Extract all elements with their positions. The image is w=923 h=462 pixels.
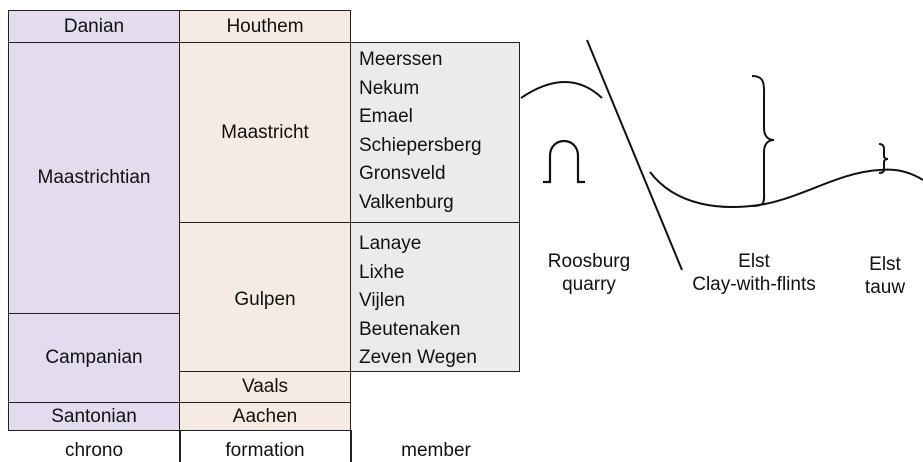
member-item: Lanaye <box>359 233 422 254</box>
site-label-line: Roosburg <box>547 251 631 272</box>
chrono-santonian: Santonian <box>8 402 180 431</box>
chrono-danian: Danian <box>8 10 180 43</box>
column-divider <box>350 430 352 462</box>
site-label-roosburg: Roosburg quarry <box>530 250 648 296</box>
members-maastricht-list: Meerssen Nekum Emael Schiepersberg Grons… <box>359 46 482 217</box>
arc-curve <box>520 81 603 99</box>
member-item: Schiepersberg <box>359 134 482 156</box>
column-divider <box>179 430 181 462</box>
chrono-maastrichtian-label: Maastrichtian <box>37 167 151 188</box>
arch-symbol <box>543 140 585 184</box>
member-item: Gronsveld <box>359 163 446 184</box>
member-item: Emael <box>359 106 413 127</box>
diagonal-line <box>586 39 683 271</box>
formation-vaals-label: Vaals <box>241 376 289 397</box>
terrain-curve <box>649 168 923 209</box>
column-label-formation: formation <box>225 440 305 461</box>
member-item: Vijlen <box>359 290 406 311</box>
site-label-line: Clay-with-flints <box>692 274 816 295</box>
formation-maastricht-label: Maastricht <box>221 121 309 143</box>
formation-aachen: Aachen <box>179 402 351 431</box>
formation-gulpen-label: Gulpen <box>234 289 296 310</box>
member-item: Beutenaken <box>359 318 461 340</box>
site-label-elst-clay: Elst Clay-with-flints <box>670 250 838 296</box>
site-label-line: tauw <box>864 277 906 298</box>
chrono-campanian: Campanian <box>8 313 180 403</box>
formation-aachen-label: Aachen <box>232 405 298 427</box>
site-label-line: Elst <box>738 251 770 272</box>
column-label-chrono: chrono <box>64 440 124 461</box>
chrono-campanian-label: Campanian <box>45 347 143 368</box>
chrono-danian-label: Danian <box>63 15 125 37</box>
member-item: Zeven Wegen <box>359 347 477 368</box>
member-item: Meerssen <box>359 49 443 70</box>
site-label-elst-tauw: Elst tauw <box>850 253 920 299</box>
members-gulpen-list: Lanaye Lixhe Vijlen Beutenaken Zeven Weg… <box>359 230 477 373</box>
member-item: Lixhe <box>359 261 405 283</box>
member-item: Nekum <box>359 77 420 99</box>
members-maastricht-box <box>350 42 520 223</box>
formation-houthem-label: Houthem <box>226 15 304 37</box>
members-gulpen-box <box>350 222 520 372</box>
formation-gulpen: Gulpen <box>179 222 351 372</box>
member-item: Valkenburg <box>359 191 454 213</box>
chrono-maastrichtian: Maastrichtian <box>8 42 180 314</box>
site-label-line: Elst <box>869 254 901 275</box>
small-brace <box>878 143 889 174</box>
chrono-santonian-label: Santonian <box>51 405 137 427</box>
formation-houthem: Houthem <box>179 10 351 43</box>
large-brace <box>751 75 775 207</box>
site-label-line: quarry <box>562 274 616 295</box>
column-label-member: member <box>401 440 471 461</box>
